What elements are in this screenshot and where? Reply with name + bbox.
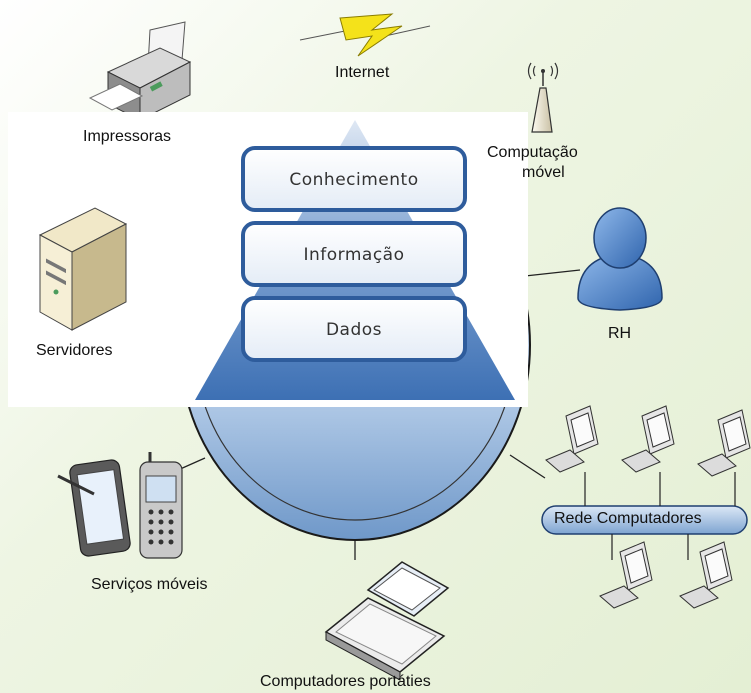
workstation-icons (545, 405, 751, 609)
workstation-2-icon (621, 405, 675, 473)
pyramid-level-top (241, 146, 467, 212)
label-servers: Servidores (36, 342, 113, 359)
antenna-icon (527, 62, 559, 133)
network-bus (541, 472, 748, 560)
label-network: Rede Computadores (554, 510, 702, 527)
label-internet: Internet (335, 64, 390, 81)
pyramid-label-information: Informação (303, 245, 404, 265)
workstation-5-icon (679, 541, 733, 609)
label-hr: RH (608, 325, 632, 342)
person-icon (577, 207, 663, 311)
label-mobile-computing-line2: móvel (522, 164, 565, 181)
pyramid-label-knowledge: Conhecimento (289, 170, 418, 190)
printer-icon (88, 21, 192, 121)
knowledge-pyramid: Conhecimento Informação Dados (195, 120, 515, 400)
internet-lightning-icon (299, 13, 431, 57)
pyramid-level-bottom (241, 296, 467, 362)
laptop-icon (324, 561, 450, 681)
label-mobile-computing-line1: Computação (487, 144, 578, 161)
pyramid-label-data: Dados (326, 320, 382, 340)
mobile-devices-icon (57, 452, 183, 559)
workstation-4-icon (599, 541, 653, 609)
workstation-3-icon (697, 409, 751, 477)
pyramid-level-middle (241, 221, 467, 287)
label-laptops: Computadores portáties (260, 673, 431, 690)
label-mobile-services: Serviços móveis (91, 576, 208, 593)
server-icon (38, 207, 128, 331)
label-printers: Impressoras (83, 128, 172, 145)
workstation-1-icon (545, 405, 599, 473)
